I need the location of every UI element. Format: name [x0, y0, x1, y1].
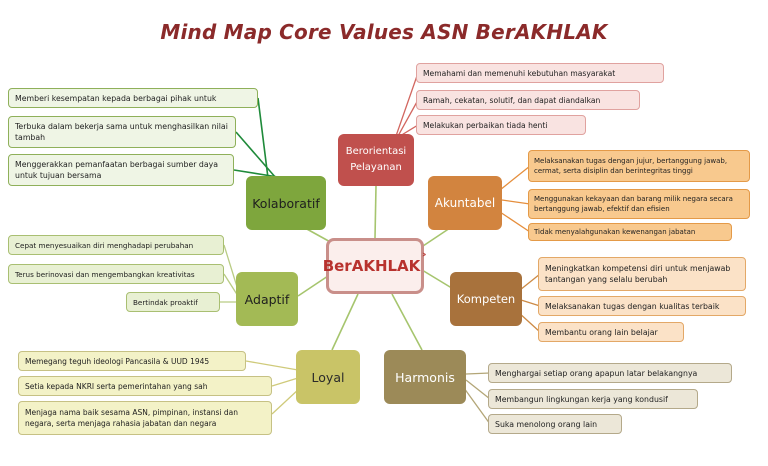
leaf-harmonis-2: Membangun lingkungan kerja yang kondusif	[488, 389, 698, 409]
node-harmonis: Harmonis	[384, 350, 466, 404]
leaf-berorientasi-2: Ramah, cekatan, solutif, dan dapat diand…	[416, 90, 640, 110]
leaf-loyal-1: Memegang teguh ideologi Pancasila & UUD …	[18, 351, 246, 371]
connector-line-10	[499, 165, 531, 191]
connector-line-5	[297, 275, 329, 297]
node-label: Adaptif	[244, 291, 290, 307]
center-label: BerAKHLAK	[322, 257, 421, 275]
node-kompeten: Kompeten	[450, 272, 522, 326]
center-node: BerAKHLAK˃	[322, 238, 428, 294]
connector-line-26	[235, 131, 277, 179]
connector-line-17	[465, 379, 491, 400]
node-adaptif: Adaptif	[236, 272, 298, 326]
connector-line-18	[463, 387, 491, 425]
leaf-loyal-3: Menjaga nama baik sesama ASN, pimpinan, …	[18, 401, 272, 435]
connector-line-13	[519, 273, 541, 291]
leaf-akuntabel-2: Menggunakan kekayaan dan barang milik ne…	[528, 189, 750, 219]
leaf-adaptif-1: Cepat menyesuaikan diri menghadapi perub…	[8, 235, 224, 255]
leaf-kompeten-2: Melaksanakan tugas dengan kualitas terba…	[538, 296, 746, 316]
leaf-kolaboratif-3: Menggerakkan pemanfaatan berbagai sumber…	[8, 154, 234, 186]
connector-line-20	[271, 377, 299, 387]
leaf-loyal-2: Setia kepada NKRI serta pemerintahan yan…	[18, 376, 272, 396]
node-label: Loyal	[311, 369, 345, 385]
leaf-akuntabel-1: Melaksanakan tugas dengan jujur, bertang…	[528, 150, 750, 182]
node-kolaboratif: Kolaboratif	[246, 176, 326, 230]
connector-line-19	[245, 360, 299, 371]
node-label: Akuntabel	[434, 196, 496, 210]
connector-line-11	[501, 199, 531, 205]
leaf-harmonis-1: Menghargai setiap orang apapun latar bel…	[488, 363, 732, 383]
connector-line-1	[419, 227, 451, 249]
node-label: Berorientasi Pelayanan	[345, 146, 407, 173]
leaf-kompeten-1: Meningkatkan kompetensi diri untuk menja…	[538, 257, 746, 291]
leaf-kompeten-3: Membantu orang lain belajar	[538, 322, 684, 342]
node-label: Kompeten	[456, 292, 516, 306]
node-berorientasi-pelayanan: Berorientasi Pelayanan	[338, 134, 414, 186]
leaf-kolaboratif-1: Memberi kesempatan kepada berbagai pihak…	[8, 88, 258, 108]
chevron-icon: ˃	[421, 252, 428, 266]
leaf-adaptif-2: Terus berinovasi dan mengembangkan kreat…	[8, 264, 224, 284]
leaf-kolaboratif-2: Terbuka dalam bekerja sama untuk menghas…	[8, 116, 236, 148]
connector-line-4	[331, 293, 359, 351]
node-loyal: Loyal	[296, 350, 360, 404]
connector-line-16	[465, 372, 491, 375]
connector-line-3	[391, 293, 423, 351]
connector-line-0	[374, 185, 377, 239]
leaf-berorientasi-3: Melakukan perbaikan tiada henti	[416, 115, 586, 135]
leaf-akuntabel-3: Tidak menyalahgunakan kewenangan jabatan	[528, 223, 732, 241]
leaf-harmonis-3: Suka menolong orang lain	[488, 414, 622, 434]
connector-line-12	[499, 211, 531, 233]
node-label: Kolaboratif	[252, 195, 320, 211]
leaf-adaptif-3: Bertindak proaktif	[126, 292, 220, 312]
page-title: Mind Map Core Values ASN BerAKHLAK	[160, 20, 608, 44]
connector-line-7	[395, 72, 419, 137]
connector-line-25	[257, 97, 269, 179]
leaf-berorientasi-1: Memahami dan memenuhi kebutuhan masyarak…	[416, 63, 664, 83]
node-akuntabel: Akuntabel	[428, 176, 502, 230]
node-label: Harmonis	[395, 369, 455, 385]
connector-line-8	[397, 99, 419, 137]
